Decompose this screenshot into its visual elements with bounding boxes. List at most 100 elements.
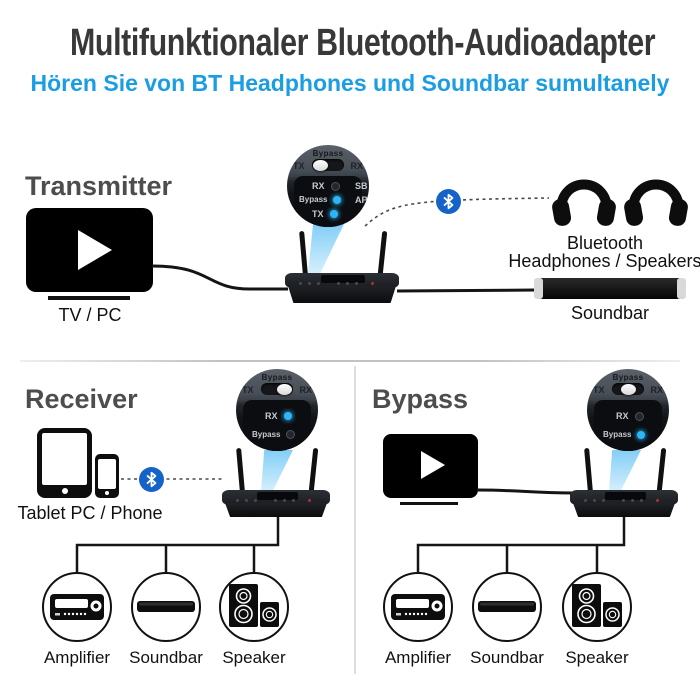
rx-led: [634, 411, 644, 421]
bypass-led: [637, 430, 646, 439]
rx-led: [330, 181, 340, 191]
antenna-icon: [377, 230, 388, 276]
page-subtitle: Hören Sie von BT Headphones und Soundbar…: [30, 70, 670, 96]
tv-stand: [400, 502, 458, 505]
switch-rx-label: RX: [299, 385, 312, 395]
codec-label: AP: [355, 195, 368, 205]
bluetooth-adapter-device: [570, 447, 678, 517]
device-buttons: [299, 282, 302, 285]
amplifier-icon: [391, 594, 445, 620]
device-base: [288, 286, 396, 303]
tv-icon: [383, 434, 478, 498]
soundbar-output-label: Soundbar: [129, 648, 203, 667]
bluetooth-headphones-label-line2: Headphones / Speakers: [508, 251, 700, 271]
led-panel: RX Bypass: [594, 400, 662, 451]
device-buttons: [236, 499, 239, 502]
bypass-heading: Bypass: [372, 384, 469, 414]
led-label: Bypass: [603, 430, 632, 439]
page-title: Multifunktionaler Bluetooth-Audioadapter: [70, 22, 656, 64]
amplifier-label: Amplifier: [384, 648, 452, 667]
tv-stand: [48, 296, 130, 300]
led-label: TX: [312, 209, 324, 219]
speaker-icon: [572, 584, 622, 627]
switch-tx-label: TX: [242, 385, 254, 395]
led-label: Bypass: [252, 430, 281, 439]
antenna-icon: [308, 447, 319, 493]
device-base: [573, 503, 675, 517]
speaker-circle: [562, 572, 632, 642]
mode-switch: [261, 383, 293, 395]
soundbar-icon: [137, 601, 195, 612]
switch-knob: [620, 383, 636, 395]
led-panel: RX Bypass: [243, 400, 311, 451]
antenna-icon: [299, 230, 308, 276]
switch-tx-label: TX: [293, 161, 305, 171]
transmitter-mode-callout: Bypass TX RX RX SB Bypass AP TX: [287, 145, 369, 227]
tablet-icon: [37, 428, 92, 498]
codec-label: SB: [355, 181, 368, 191]
tv-pc-icon: [26, 208, 153, 292]
bluetooth-adapter-device: [285, 230, 399, 303]
amplifier-label: Amplifier: [43, 648, 111, 667]
tablet-phone-label: Tablet PC / Phone: [17, 503, 163, 523]
vertical-divider: [354, 366, 356, 674]
bluetooth-icon: [139, 467, 164, 492]
antenna-icon: [584, 447, 593, 493]
amplifier-icon: [50, 594, 104, 620]
led-label: Bypass: [299, 195, 328, 204]
receiver-mode-callout: Bypass TX RX RX Bypass: [236, 369, 318, 451]
bypass-led: [333, 195, 342, 204]
speaker-circle: [219, 572, 289, 642]
mode-switch: [612, 383, 644, 395]
headphones-icon: [549, 166, 619, 232]
play-icon: [78, 230, 112, 270]
bluetooth-headphones-label-line1: Bluetooth: [566, 233, 644, 253]
soundbar-image: [534, 278, 686, 299]
soundbar-icon: [478, 601, 536, 612]
amplifier-circle: [383, 572, 453, 642]
switch-rx-label: RX: [350, 161, 363, 171]
led-label: RX: [616, 411, 629, 421]
amplifier-circle: [42, 572, 112, 642]
phone-icon: [95, 454, 119, 498]
switch-top-label: Bypass: [612, 373, 644, 382]
soundbar-circle: [472, 572, 542, 642]
receiver-heading: Receiver: [25, 384, 138, 414]
switch-top-label: Bypass: [261, 373, 293, 382]
bypass-led: [286, 430, 296, 439]
switch-tx-label: TX: [593, 385, 605, 395]
tv-pc-label: TV / PC: [58, 305, 122, 325]
bluetooth-icon: [436, 189, 461, 214]
transmitter-heading: Transmitter: [25, 171, 173, 201]
speaker-label: Speaker: [565, 648, 629, 667]
antenna-icon: [656, 447, 667, 493]
device-display: [256, 492, 298, 500]
rx-led: [283, 412, 292, 420]
device-top-panel: [222, 490, 330, 505]
device-display: [321, 275, 365, 283]
bypass-mode-callout: Bypass TX RX RX Bypass: [587, 369, 669, 451]
soundbar-label: Soundbar: [570, 303, 650, 323]
switch-knob: [277, 383, 292, 395]
tx-led: [329, 210, 338, 218]
led-panel: RX SB Bypass AP TX: [294, 176, 368, 227]
switch-rx-label: RX: [650, 385, 663, 395]
speaker-icon: [229, 584, 279, 627]
led-label: RX: [312, 181, 325, 191]
horizontal-divider: [20, 360, 680, 362]
soundbar-output-label: Soundbar: [470, 648, 544, 667]
device-base: [225, 503, 327, 517]
bluetooth-adapter-device: [222, 447, 330, 517]
mode-switch: [312, 159, 344, 171]
play-icon: [421, 451, 445, 479]
antenna-icon: [236, 447, 245, 493]
switch-top-label: Bypass: [312, 149, 344, 158]
led-label: RX: [265, 411, 278, 421]
device-display: [604, 492, 646, 500]
headphones-icon: [621, 166, 691, 232]
device-buttons: [584, 499, 587, 502]
speaker-label: Speaker: [222, 648, 286, 667]
switch-knob: [313, 159, 328, 171]
device-top-panel: [570, 490, 678, 505]
